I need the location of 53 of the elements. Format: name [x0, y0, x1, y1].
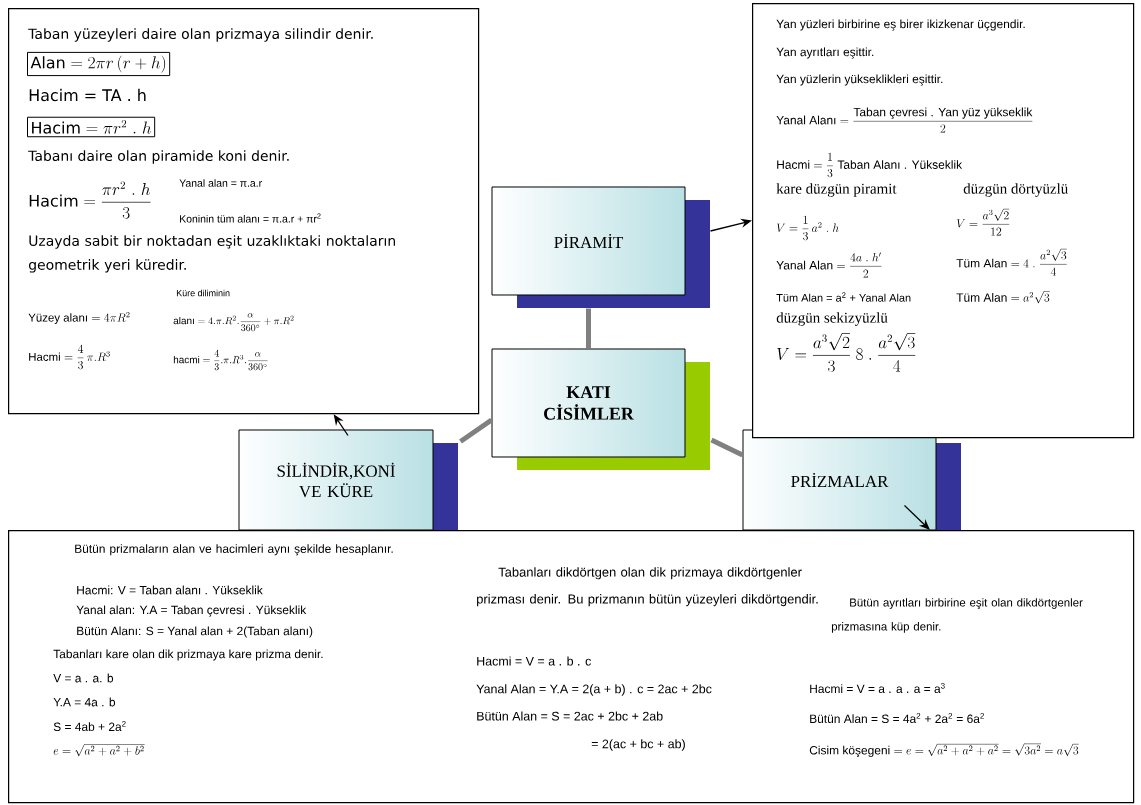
sentence: Bütün Alan = S = 4a$^{2}$ + 2a$^{2}$ = 6a$^{2}$ — [810, 713, 984, 723]
sentence: V = a . a. b — [53, 673, 114, 683]
sentence: Tabanı daire olan piramide koni denir. — [28, 150, 289, 164]
sentence: Hacim = TA . h — [29, 88, 146, 102]
sentence: Hacmi = V = a . a . a = a$^{3}$ — [810, 683, 945, 693]
boxed-formula: $\text{Alan} = 2\pi r\,(r + h)$ — [27, 51, 171, 77]
paragraph: Bütün ayrıtları birbirine eşit olan dikdörtgenler prizmasına küp denir. — [831, 598, 1083, 633]
heading: kare düzgün piramit — [776, 183, 897, 197]
formula: $e = \sqrt{a^{2} + a^{2} + b^{2}}$ — [53, 744, 145, 757]
sentence: Koninin tüm alanı = π.a.r + πr$^{2}$ — [180, 213, 321, 223]
sentence: Hacmi: V = Taban alanı . Yükseklik — [77, 585, 263, 595]
sentence: Yan ayrıtları eşittir. — [776, 47, 874, 59]
arrow — [333, 414, 349, 437]
boxed-formula: $\text{Hacim} = \pi r^{2}\ .\ h$ — [27, 116, 156, 138]
formula: $\text{hacmi} = \dfrac{4}{3}.\pi.R^{3}.\dfrac{\alpha}{360^{\circ}}$ — [173, 349, 268, 371]
heading: düzgün dörtyüzlü — [963, 183, 1068, 197]
paragraph: Bütün prizmaların alan ve hacimleri aynı şekilde hesaplanır. — [75, 544, 393, 556]
connector-line — [710, 437, 744, 458]
heading: düzgün sekizyüzlü — [776, 312, 888, 326]
formula: $\text{Tüm Alan} = a^{2}\sqrt{3}$ — [956, 291, 1050, 304]
sentence: Tabanları kare olan dik prizmaya kare prizma denir. — [53, 649, 323, 661]
sentence: Taban yüzeyleri daire olan prizmaya silindir denir. — [28, 28, 373, 42]
paragraph: Uzayda sabit bir noktadan eşit uzaklıktaki noktaların geometrik yeri küredir. — [28, 235, 395, 273]
sentence: Yanal Alan = Y.A = 2(a + b) . c = 2ac + 2bc — [476, 684, 712, 696]
paragraph: Tabanları dikdörtgen olan dik prizmaya dikdörtgenler prizması denir. Bu prizmanın bütün yüzeyleri dikdörtgendir. — [477, 567, 818, 607]
sentence: = 2(ac + bc + ab) — [591, 739, 685, 751]
formula: $\text{Yüzey alanı} = 4\pi R^{2}$ — [28, 311, 130, 324]
formula: $\text{Hacmi} = \dfrac{4}{3}\,\pi.R^{3}$ — [29, 344, 110, 370]
formula: $\text{Yanal Alanı} = \dfrac{\text{Taban çevresi . Yan yüz yükseklik}}{2}$ — [776, 107, 1033, 133]
sentence: Bütün Alanı: S = Yanal alan + 2(Taban alanı) — [77, 626, 313, 638]
sentence: Küre diliminin — [176, 289, 230, 297]
sentence: Yanal alan = π.a.r — [179, 179, 262, 187]
formula: $V = \dfrac{1}{3}\,a^{2}\ .\ h$ — [776, 215, 839, 241]
formula: $\text{Cisim köşegeni} = e = \sqrt{a^{2} + a^{2} + a^{2}} = \sqrt{3a^{2}} = a\sqrt{3}$ — [809, 743, 1079, 757]
connector-line — [586, 308, 591, 349]
topic-box: PİRAMİT — [491, 186, 710, 308]
sentence: Yan yüzleri birbirine eş birer ikizkenar üçgendir. — [776, 19, 1025, 31]
formula: $\text{Hacim} = \dfrac{\pi r^{2}\ .\ h}{3}$ — [29, 181, 151, 219]
sentence: Tüm Alan = a$^{2}$ + Yanal Alan — [776, 292, 911, 302]
topic-box: KATI CİSİMLER — [491, 348, 710, 470]
formula: $\text{Hacmi} = \dfrac{1}{3}\ \text{Taban Alanı . Yükseklik}$ — [777, 152, 963, 178]
formula: $\text{Tüm Alan} = 4\ .\ \dfrac{a^{2}\sqrt{3}}{4}$ — [956, 248, 1067, 276]
formula: $\text{alanı} = 4.\pi.R^{2}.\dfrac{\alpha}{360^{\circ}} + \pi.R^{2}$ — [173, 312, 294, 332]
arrow — [903, 504, 930, 530]
sentence: Y.A = 4a . b — [53, 697, 116, 707]
sentence: Yanal alan: Y.A = Taban çevresi . Yükseklik — [76, 605, 307, 617]
formula: $V = \dfrac{a^{3}\sqrt{2}}{3}\ 8\ .\ \dfrac{a^{2}\sqrt{3}}{4}$ — [777, 333, 916, 372]
sentence: S = 4ab + 2a$^{2}$ — [53, 721, 126, 731]
formula: $V = \dfrac{a^{3}\sqrt{2}}{12}$ — [956, 208, 1010, 236]
sentence: Bütün Alan = S = 2ac + 2bc + 2ab — [477, 711, 663, 721]
sentence: Yan yüzlerin yükseklikleri eşittir. — [776, 74, 943, 86]
sentence: Hacmi = V = a . b . c — [477, 656, 591, 666]
formula: $\text{Yanal Alan} = \dfrac{4a\ .\ h'}{2}$ — [776, 252, 882, 278]
